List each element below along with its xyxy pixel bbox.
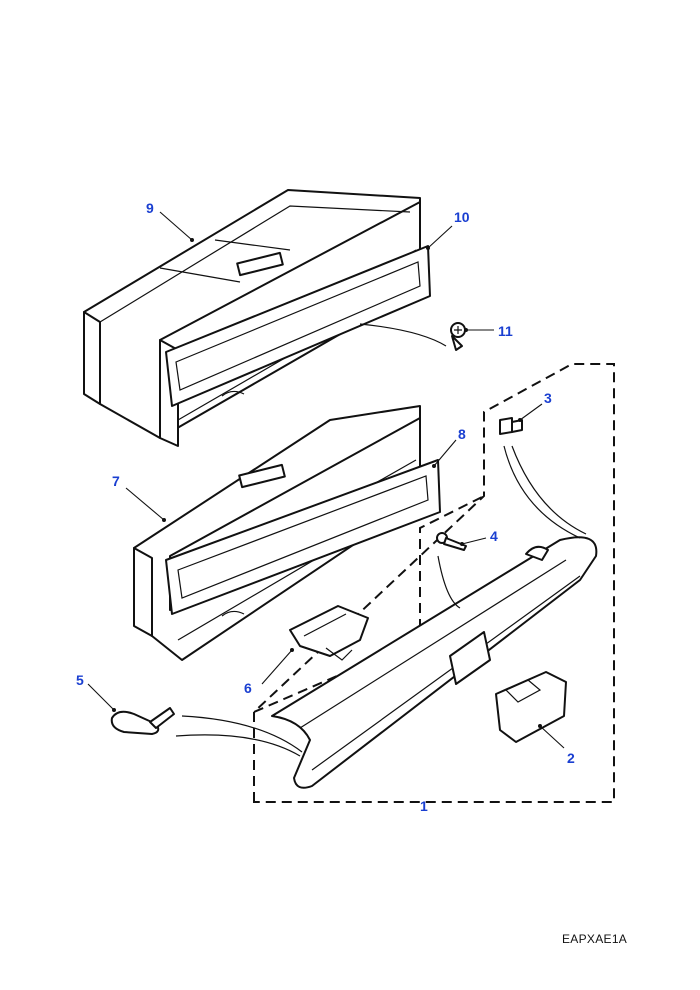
latch-striker-6 [289,605,369,661]
trim-frame-10 [165,245,431,407]
assembly-boundary-1 [253,363,615,803]
callout-8: 8 [458,426,466,442]
assembly-curve [175,734,301,757]
assembly-curve [511,445,587,535]
drawing-code: EAPXAE1A [562,932,628,946]
latch-handle-2 [495,671,567,743]
callout-11: 11 [498,323,513,339]
assembly-curve [437,555,461,609]
callout-6: 6 [244,680,252,696]
callout-5: 5 [76,672,84,688]
glovebox-lid-1 [271,536,598,789]
callout-3: 3 [544,390,552,406]
callout-2: 2 [567,750,575,766]
callout-1: 1 [420,798,428,814]
assembly-curve [359,323,447,347]
callout-10: 10 [454,209,470,225]
callout-4: 4 [490,528,498,544]
assembly-curve [181,715,303,753]
hinge-pin-5 [110,707,175,735]
screw-4 [436,532,467,551]
callout-9: 9 [146,200,154,216]
callout-7: 7 [112,473,120,489]
screw-11 [450,322,466,351]
assembly-curve [503,445,581,539]
trim-frame-8 [165,459,441,615]
leader-lines [87,211,565,749]
